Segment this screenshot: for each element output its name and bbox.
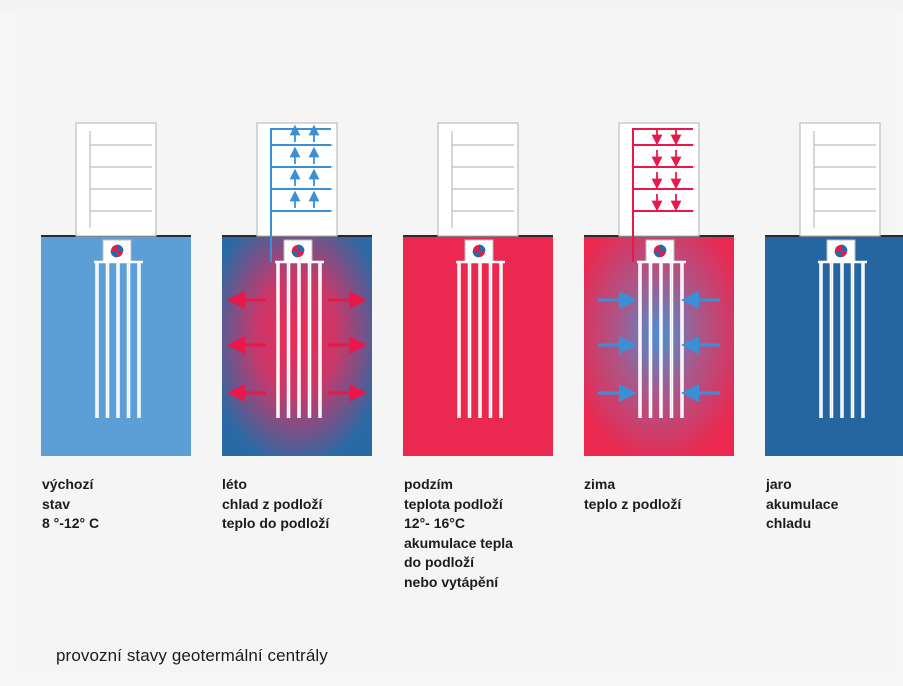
building-summer [256,122,338,237]
heat-pump-half-icon-autumn [472,251,479,258]
ground-autumn [403,236,553,456]
scene-label-autumn: podzím teplota podloží 12°- 16°C akumula… [404,476,513,590]
heat-pump-half-icon-autumn [479,244,486,251]
heat-pump-half-icon-initial [117,244,124,251]
building-pipe-winter [632,128,693,240]
heat-pump-half-icon-winter [660,244,667,251]
scene-summer [222,122,372,456]
building-spring [799,122,881,237]
scene-label-summer: léto chlad z podloží teplo do podloží [222,476,330,531]
heat-pump-half-icon-summer [298,244,305,251]
scene-winter [584,122,734,456]
scene-label-spring: jaro akumulace chladu [766,476,839,531]
heat-pump-half-icon-spring [834,251,841,258]
heat-pump-half-icon-winter [653,251,660,258]
building-autumn [437,122,519,237]
diagram-caption: provozní stavy geotermální centrály [56,646,328,665]
building-winter [618,122,700,237]
ground-spring [765,236,903,456]
scene-initial [41,122,191,456]
scene-autumn [403,122,553,456]
scene-spring [765,122,903,456]
scene-label-winter: zima teplo z podloží [584,476,682,512]
heat-pump-half-icon-spring [841,244,848,251]
heat-pump-half-icon-summer [291,251,298,258]
scene-label-initial: výchozí stav 8 °-12° C [42,476,100,531]
ground-initial [41,236,191,456]
heat-pump-half-icon-initial [110,251,117,258]
building-initial [75,122,157,237]
